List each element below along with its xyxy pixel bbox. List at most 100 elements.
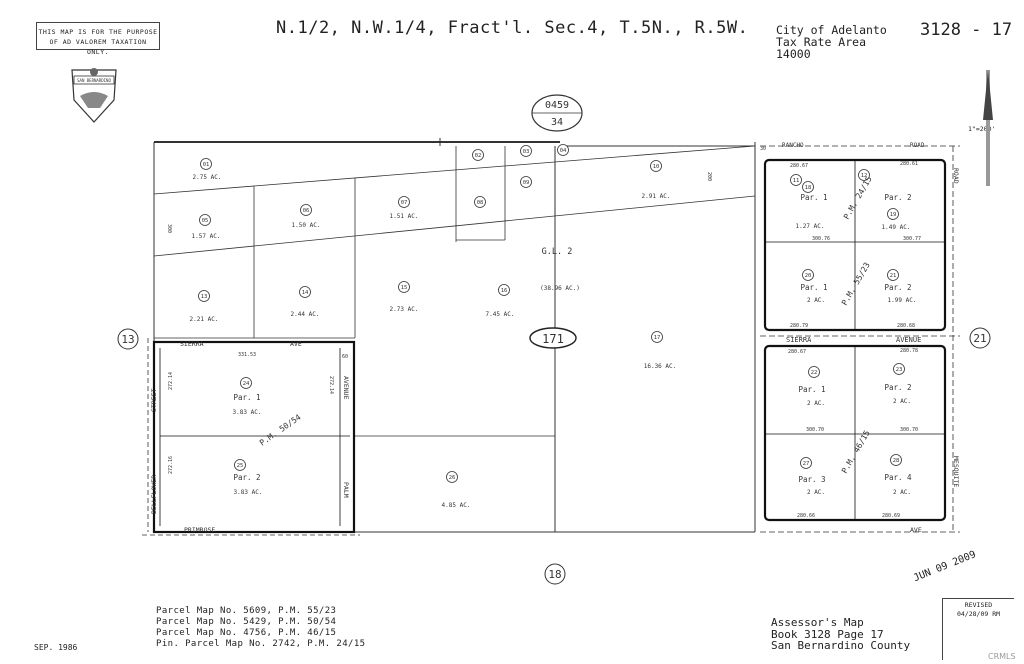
svg-text:13: 13 — [121, 333, 134, 346]
parcel-area-18: 1.27 AC. — [796, 223, 825, 230]
parcel-area-20: 2 AC. — [807, 297, 825, 304]
dim-3: 272.16 — [168, 456, 174, 474]
parcel-number-24: 24 — [243, 381, 250, 387]
adjacent-map-bottom: 18 — [544, 563, 566, 585]
tax-rate-area-number: 14000 — [776, 47, 811, 61]
gl-area: (38.96 AC.) — [540, 285, 580, 292]
gl-label: G.L. 2 — [542, 247, 573, 257]
par-label-27: Par. 3 — [798, 475, 825, 484]
parcel-area-16: 7.45 AC. — [486, 311, 515, 318]
dim-10: 280.68 — [897, 323, 915, 329]
revised-box: REVISED 04/28/09 RM — [942, 598, 1014, 660]
dim-15: 280.66 — [797, 513, 815, 519]
dim-12: 280.78 — [900, 348, 918, 354]
parcel-circle-22 — [808, 366, 820, 378]
parcel-number-13: 13 — [201, 294, 208, 300]
dim-16: 280.69 — [882, 513, 900, 519]
dim-14: 300.70 — [900, 427, 918, 433]
city-block: City of Adelanto Tax Rate Area 14000 — [776, 24, 887, 60]
parcel-circle-02 — [472, 149, 484, 161]
disclaimer-box: THIS MAP IS FOR THE PURPOSE OF AD VALORE… — [36, 22, 160, 56]
parcel-area-23: 2 AC. — [893, 398, 911, 405]
parcel-number-17: 17 — [654, 335, 661, 341]
parcel-map-references: Parcel Map No. 5609, P.M. 55/23 Parcel M… — [156, 606, 365, 650]
parcel-circle-07 — [398, 196, 410, 208]
parcel-area-17: 16.36 AC. — [644, 363, 677, 370]
listing-credit: CRMLS — [988, 652, 1016, 661]
parcel-area-27: 2 AC. — [807, 489, 825, 496]
revised-date: 04/28/09 RM — [956, 610, 1001, 618]
assessor-county: San Bernardino County — [771, 639, 911, 652]
parcel-number-27: 27 — [803, 461, 810, 467]
pm-ref-3: Parcel Map No. 4756, P.M. 46/15 — [156, 628, 337, 638]
seal-lettering: SAN BERNARDINO — [77, 78, 111, 83]
parcel-number-28: 28 — [893, 458, 900, 464]
parcel-circle-20 — [802, 269, 814, 281]
parcel-map-5054-boundary — [152, 340, 356, 534]
road-avenue-right: AVENUE — [896, 336, 921, 344]
disclaimer-line-2: OF AD VALOREM TAXATION ONLY. — [49, 38, 147, 56]
dim-18: 300 — [166, 224, 172, 233]
parcel-circle-19 — [887, 208, 899, 220]
parcel-circle-24 — [240, 377, 252, 389]
parcel-number-16: 16 — [501, 288, 508, 294]
book-badge-bottom: 34 — [551, 117, 563, 128]
parcel-number-09: 09 — [523, 180, 530, 186]
parcel-circle-25 — [234, 459, 246, 471]
dim-17: 200 — [706, 172, 712, 181]
road-primrose: PRIMROSE — [184, 526, 215, 534]
map-date: SEP. 1986 — [34, 643, 78, 652]
assessor-book-page: Book 3128 Page 17 — [771, 627, 884, 641]
parcel-circle-09 — [520, 176, 532, 188]
par-label-21: Par. 2 — [884, 283, 911, 292]
pm-2415-label: P.M. 24/15 — [842, 175, 874, 221]
par-label-18: Par. 1 — [800, 193, 827, 202]
pm-4615-label: P.M. 46/15 — [840, 429, 872, 475]
par-label-22: Par. 1 — [798, 385, 825, 394]
parcel-area-07: 1.51 AC. — [390, 213, 419, 220]
pm-ref-2: Parcel Map No. 5429, P.M. 50/54 — [156, 617, 337, 627]
road-sierra-right: SIERRA — [786, 336, 812, 344]
svg-text:171: 171 — [542, 332, 564, 346]
city-name: City of Adelanto — [776, 23, 887, 37]
adjacent-map-right: 21 — [969, 327, 991, 349]
svg-text:21: 21 — [973, 332, 986, 345]
road-avenue-vertical: AVENUE — [342, 376, 350, 400]
dim-1: 331.53 — [238, 352, 256, 358]
par-labels: Par. 1 Par. 2 Par. 1 Par. 2 Par. 1 Par. … — [233, 193, 912, 484]
parcel-circle-14 — [299, 286, 311, 298]
parcel-circle-12 — [858, 169, 870, 181]
parcel-number-06: 06 — [303, 208, 310, 214]
parcel-number-25: 25 — [237, 463, 244, 469]
par-label-20: Par. 1 — [800, 283, 827, 292]
parcel-area-14: 2.44 AC. — [291, 311, 320, 318]
pm-ref-1: Parcel Map No. 5609, P.M. 55/23 — [156, 606, 337, 616]
book-badge-top: 0459 — [545, 100, 569, 111]
dim-11: 280.67 — [788, 349, 806, 355]
parcel-number-15: 15 — [401, 285, 408, 291]
tax-rate-area-label: Tax Rate Area — [776, 35, 867, 49]
dimension-labels: 331.53 272.14 272.16 272.14 280.67 280.6… — [166, 146, 921, 519]
par-label-25: Par. 2 — [233, 473, 260, 482]
parcel-area-28: 2 AC. — [893, 489, 911, 496]
adjacent-map-left: 13 — [117, 328, 139, 350]
pm-diagonal-labels: P.M. 50/54 P.M. 24/15 P.M. 55/23 P.M. 46… — [258, 175, 874, 475]
parcel-number-10: 10 — [653, 164, 660, 170]
parcel-circle-03 — [520, 145, 532, 157]
parcel-number-14: 14 — [302, 290, 309, 296]
road-road-vertical: ROAD — [952, 168, 960, 184]
parcel-circle-16 — [498, 284, 510, 296]
pm-5054-label: P.M. 50/54 — [258, 413, 303, 448]
parcel-area-13: 2.21 AC. — [190, 316, 219, 323]
parcel-circle-01 — [200, 158, 212, 170]
parcel-area-19: 1.49 AC. — [882, 224, 911, 231]
pm-ref-4: Pin. Parcel Map No. 2742, P.M. 24/15 — [156, 639, 366, 649]
parcel-number-23: 23 — [896, 367, 903, 373]
parcel-circle-06 — [300, 204, 312, 216]
north-arrow-icon — [983, 70, 993, 186]
parcel-number-04: 04 — [560, 148, 567, 154]
parcel-number-07: 07 — [401, 200, 408, 206]
parcel-area-05: 1.57 AC. — [192, 233, 221, 240]
dim-19: 30 — [760, 146, 766, 152]
